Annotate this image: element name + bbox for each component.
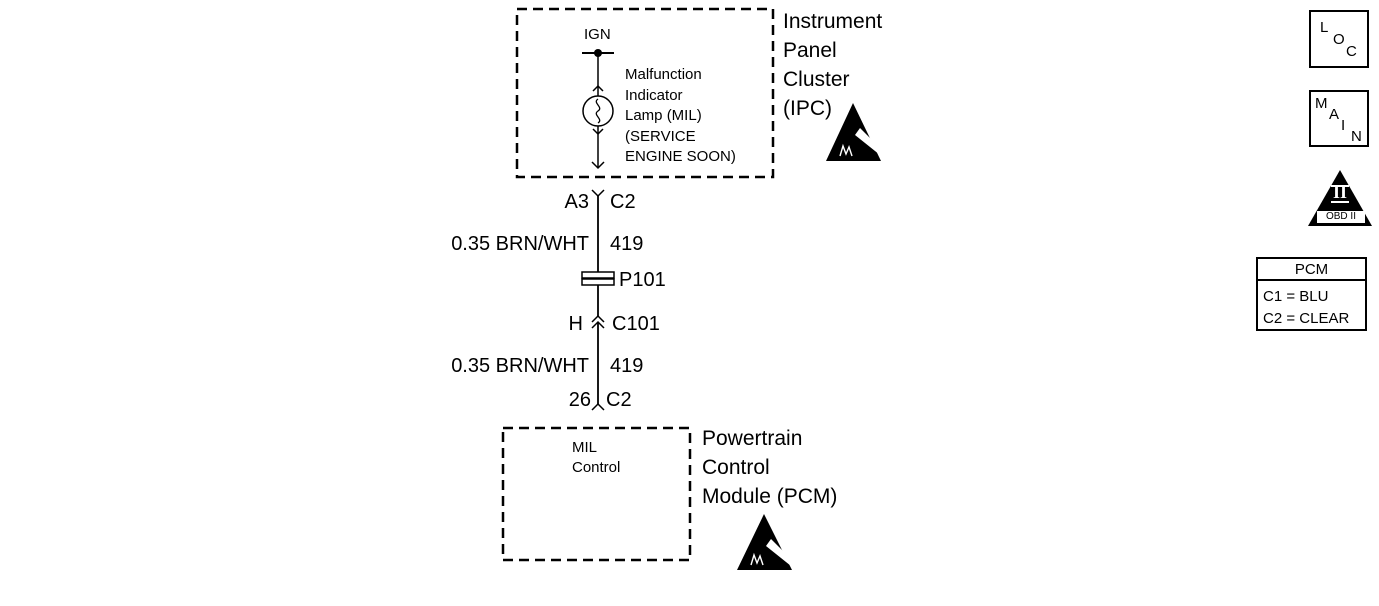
main-icon-a: A [1329, 106, 1340, 123]
mil-control-label: MIL Control [572, 438, 620, 478]
lower-connector-name: C2 [606, 389, 632, 411]
loc-icon-l: L [1320, 19, 1329, 36]
esd-warning-icon-pcm [737, 514, 793, 570]
pcm-name-line: Module (PCM) [702, 485, 838, 508]
ipc-name-line: Instrument [783, 10, 883, 33]
ipc-name: Instrument Panel Cluster (IPC) [783, 7, 882, 123]
loc-icon-o: O [1333, 31, 1345, 48]
mil-label-line: Indicator [625, 86, 683, 104]
main-icon: M A I N [1309, 90, 1369, 147]
pcm-legend-row: C1 = BLU [1263, 288, 1329, 305]
loc-icon-c: C [1346, 43, 1357, 60]
mil-control-line: MIL [572, 439, 598, 456]
obd-ii-icon [1308, 170, 1372, 226]
lower-wire-color: 0.35 BRN/WHT [451, 355, 589, 377]
pcm-name-line: Control [702, 456, 770, 479]
upper-wire-color: 0.35 BRN/WHT [451, 233, 589, 255]
lower-connector-symbol [591, 402, 605, 411]
mil-label-line: Malfunction [625, 66, 702, 83]
obd-ii-numeral: II [1332, 182, 1347, 202]
pcm-name: Powertrain Control Module (PCM) [702, 424, 837, 511]
splice-label: P101 [619, 269, 666, 291]
obd-ii-text: OBD II [1325, 211, 1356, 222]
pcm-legend-title: PCM [1258, 259, 1365, 281]
inline-connector-pin: H [568, 313, 583, 335]
loc-icon: L O C [1309, 10, 1369, 68]
splice-p101-symbol [581, 271, 615, 286]
lower-connector-pin: 26 [568, 389, 591, 411]
mil-label-line: ENGINE SOON) [625, 148, 736, 165]
mil-label-line: (SERVICE [625, 127, 696, 145]
ipc-name-line: (IPC) [783, 97, 832, 120]
mil-label-line: Lamp (MIL) [625, 107, 702, 124]
ipc-name-line: Cluster [783, 68, 850, 91]
pcm-legend-row: C2 = CLEAR [1263, 310, 1350, 327]
main-icon-m: M [1315, 95, 1328, 112]
ign-label: IGN [584, 26, 611, 43]
upper-connector-pin: A3 [564, 191, 589, 213]
mil-lamp-icon [582, 95, 614, 127]
inline-connector-name: C101 [612, 313, 660, 335]
ipc-name-line: Panel [783, 39, 837, 62]
lower-wire-circuit: 419 [610, 355, 644, 377]
upper-wire-circuit: 419 [610, 233, 644, 255]
pcm-connector-legend: PCM C1 = BLU C2 = CLEAR [1256, 257, 1367, 331]
ipc-box [515, 7, 775, 179]
mil-label: Malfunction Indicator Lamp (MIL) (SERVIC… [625, 65, 736, 168]
esd-warning-icon [826, 103, 882, 161]
upper-connector-name: C2 [610, 191, 636, 213]
pcm-name-line: Powertrain [702, 427, 803, 450]
main-icon-i: I [1341, 117, 1346, 134]
main-icon-n: N [1351, 128, 1362, 145]
mil-control-line: Control [572, 459, 621, 476]
upper-connector-symbol [591, 189, 605, 198]
